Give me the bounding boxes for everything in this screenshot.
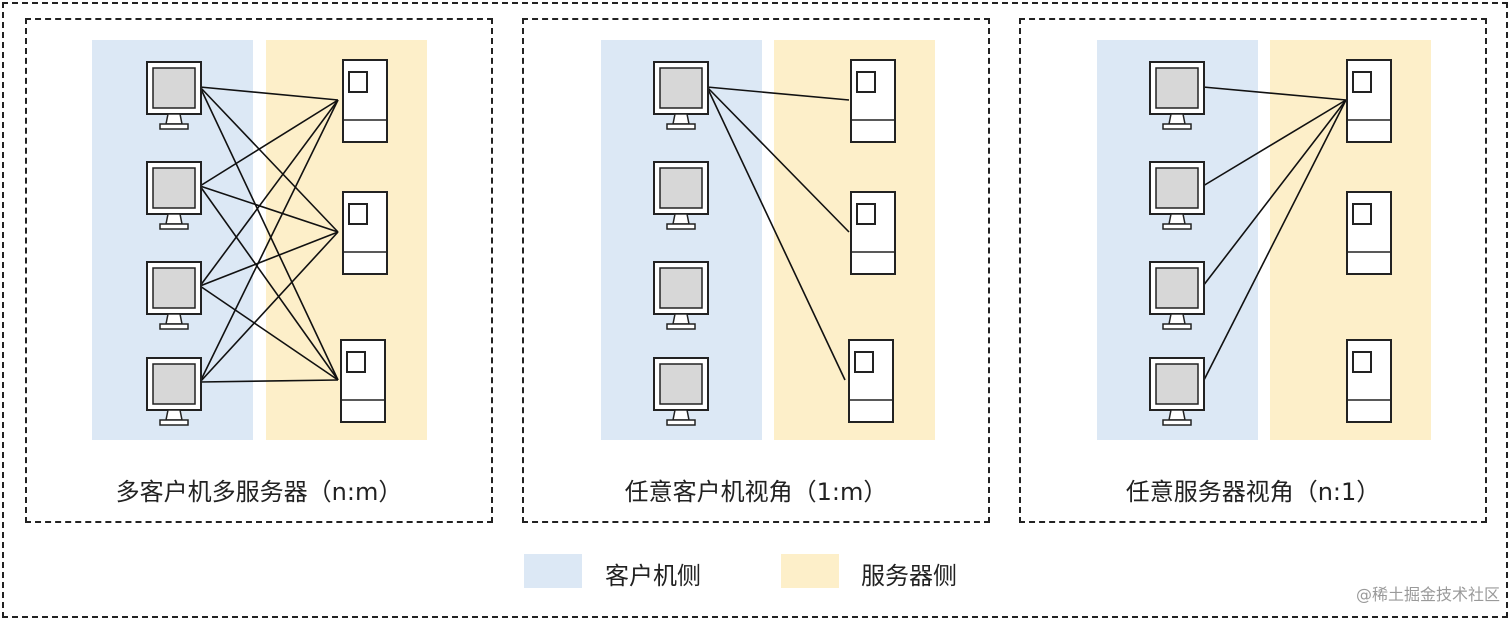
monitor-icon	[1149, 357, 1205, 426]
servers	[1346, 59, 1392, 423]
monitor-icon	[653, 161, 709, 230]
legend-client-label: 客户机侧	[605, 562, 701, 590]
panel-n-to-one: 任意服务器视角（n:1）	[1019, 18, 1487, 523]
client-monitors	[1149, 61, 1205, 426]
panel-one-to-m: 任意客户机视角（1:m）	[522, 18, 990, 523]
panel-caption: 任意服务器视角（n:1）	[1125, 478, 1381, 506]
panel-caption: 任意客户机视角（1:m）	[624, 478, 888, 506]
legend-client-swatch	[524, 554, 582, 588]
client-monitors	[653, 61, 709, 426]
legend-server-swatch	[781, 554, 839, 588]
server-tower-icon	[848, 339, 894, 423]
monitor-icon	[653, 357, 709, 426]
monitor-icon	[1149, 261, 1205, 330]
watermark: @稀土掘金技术社区	[1355, 585, 1500, 604]
server-tower-icon	[342, 191, 388, 275]
server-tower-icon	[1346, 339, 1392, 423]
panel-n-to-one-graphic	[1097, 40, 1431, 440]
server-tower-icon	[1346, 59, 1392, 143]
server-tower-icon	[1346, 191, 1392, 275]
server-tower-icon	[850, 191, 896, 275]
server-tower-icon	[342, 59, 388, 143]
connection-lines	[706, 86, 850, 381]
servers	[340, 59, 388, 423]
panel-n-to-m-graphic	[92, 40, 427, 440]
monitor-icon	[1149, 161, 1205, 230]
monitor-icon	[653, 61, 709, 130]
panel-caption: 多客户机多服务器（n:m）	[115, 478, 403, 506]
monitor-icon	[146, 161, 202, 230]
connection-lines	[1202, 86, 1347, 383]
panel-n-to-m: 多客户机多服务器（n:m）	[25, 18, 493, 523]
monitor-icon	[146, 261, 202, 330]
server-tower-icon	[340, 339, 386, 423]
panel-one-to-m-graphic	[601, 40, 935, 440]
server-tower-icon	[850, 59, 896, 143]
client-monitors	[146, 61, 202, 426]
legend-server-label: 服务器侧	[861, 562, 957, 590]
monitor-icon	[1149, 61, 1205, 130]
monitor-icon	[146, 61, 202, 130]
servers	[848, 59, 896, 423]
connection-lines	[199, 86, 339, 383]
monitor-icon	[146, 357, 202, 426]
monitor-icon	[653, 261, 709, 330]
